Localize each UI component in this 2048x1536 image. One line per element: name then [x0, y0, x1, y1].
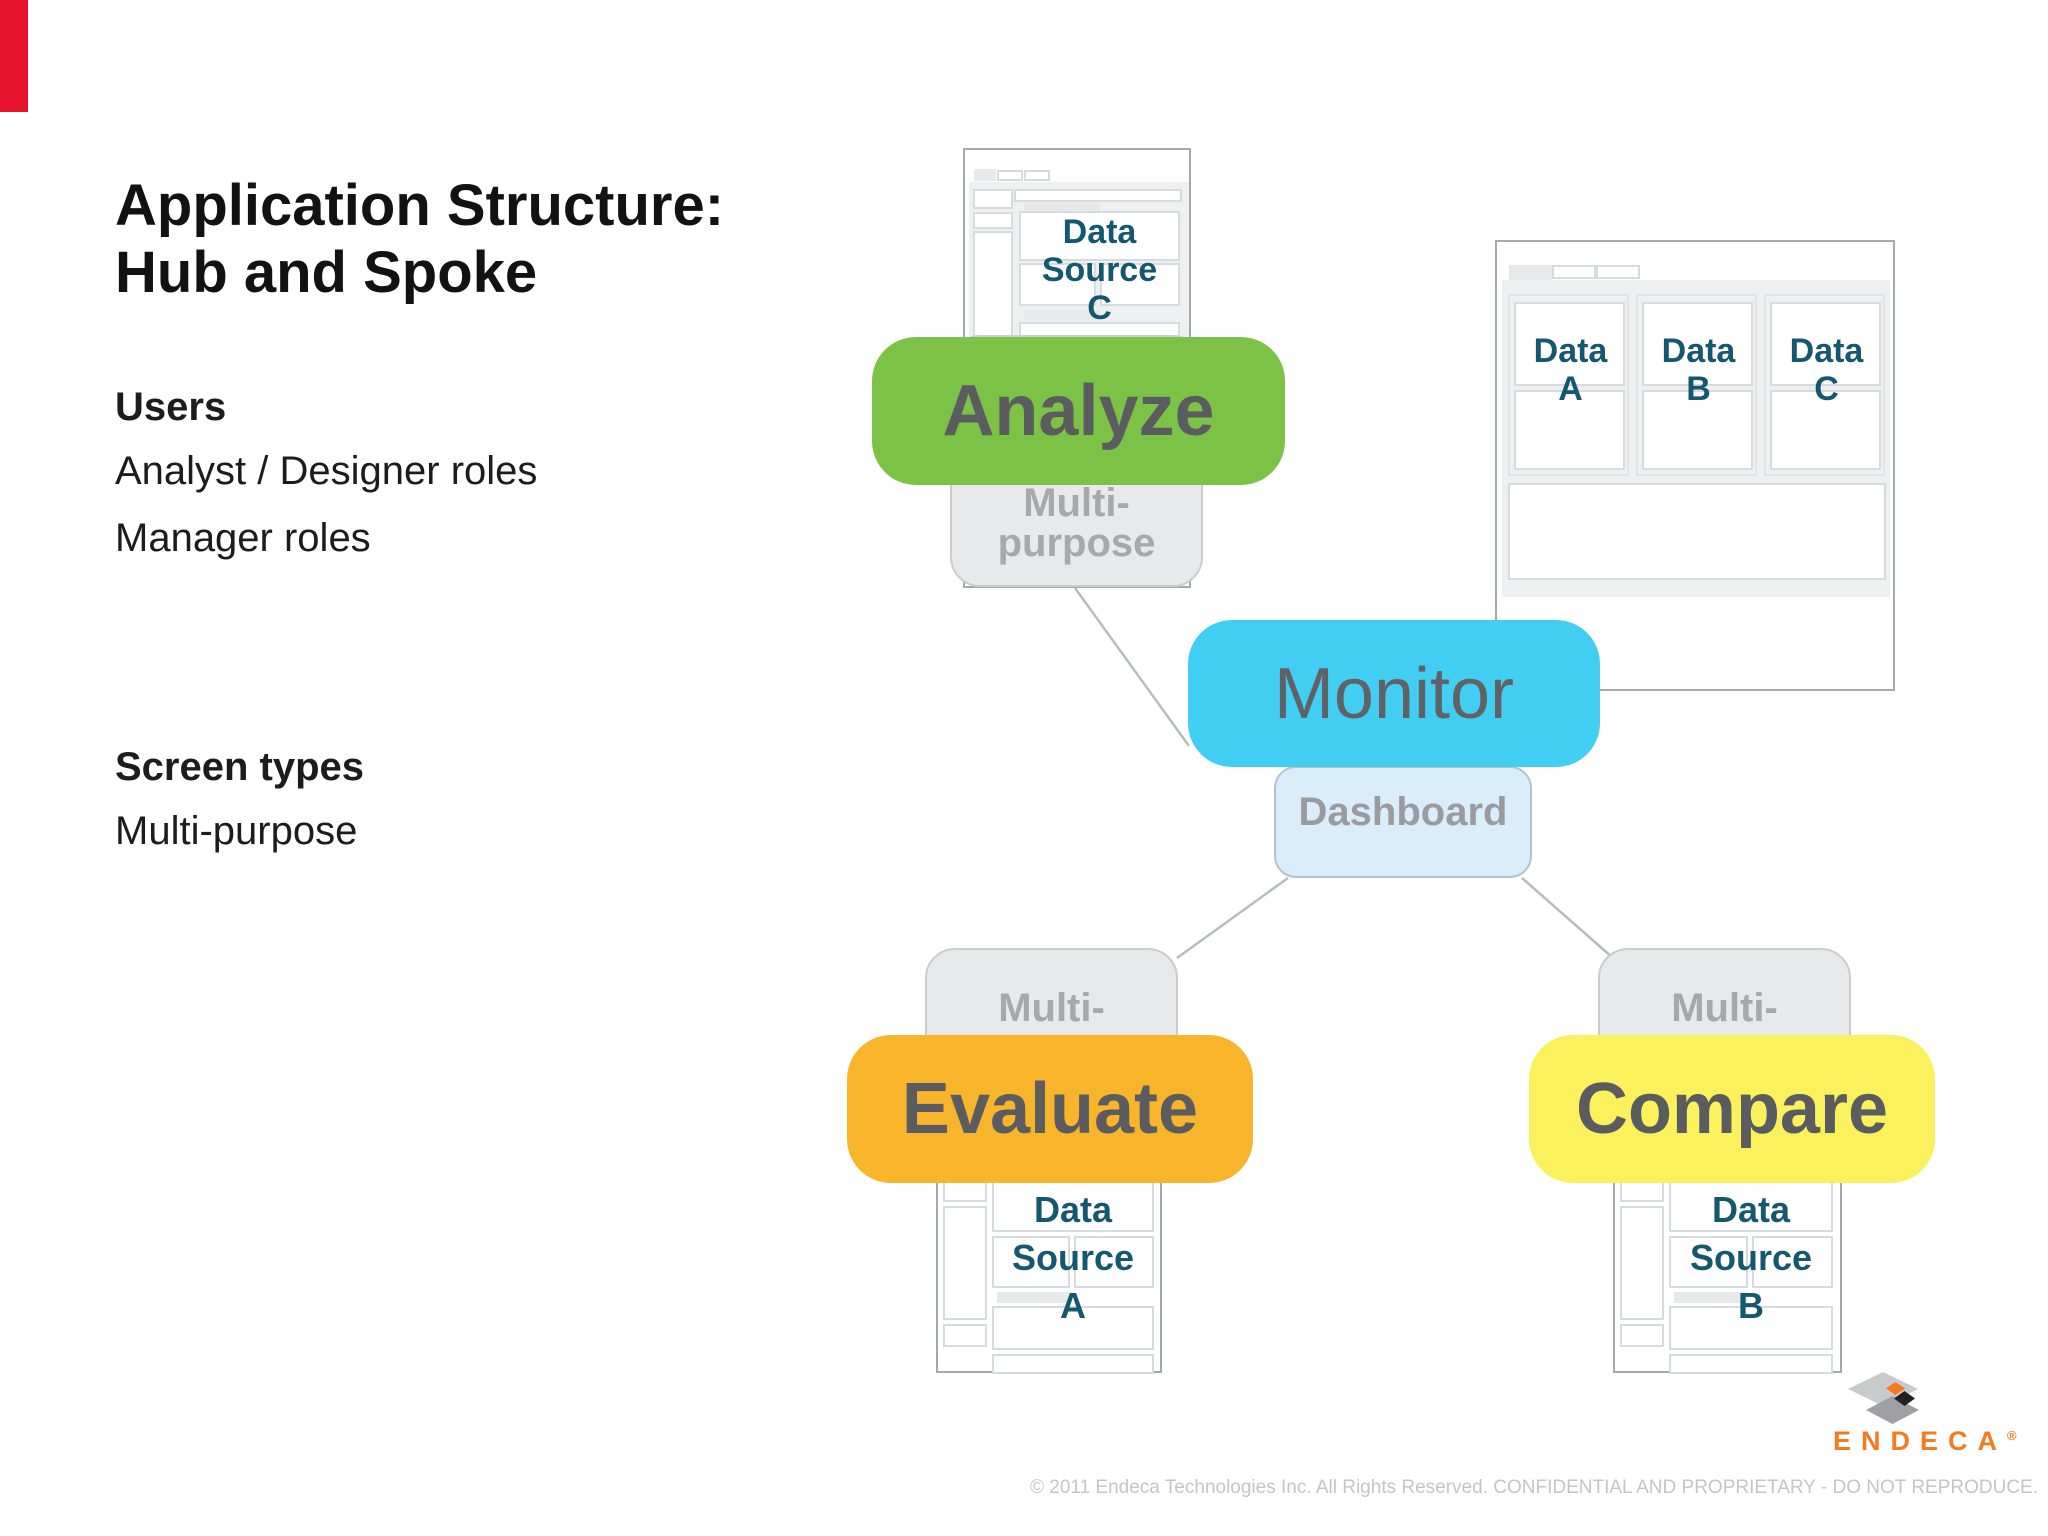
connector-monitor-evaluate: [1176, 876, 1289, 960]
compare-screen-wireframe: Data Source B: [1613, 1090, 1842, 1374]
dashboard-label: Dashboard: [1298, 790, 1508, 834]
wf-tab: [974, 169, 996, 181]
wf-content-box: [1074, 1236, 1154, 1288]
evaluate-label: Evaluate: [901, 1069, 1199, 1149]
monitor-screen-wireframe: Data A Data B Data C: [1495, 240, 1895, 691]
users-heading: Users: [115, 385, 227, 429]
wf-content-box: [1770, 390, 1881, 470]
analyze-label: Analyze: [942, 371, 1215, 451]
users-item-manager: Manager roles: [115, 516, 371, 560]
evaluate-node: Evaluate: [847, 1035, 1253, 1183]
wf-sidebar-box: [1620, 1324, 1664, 1347]
screen-types-item: Multi-purpose: [115, 809, 358, 853]
connector-monitor-compare: [1521, 877, 1614, 959]
users-item-analyst: Analyst / Designer roles: [115, 449, 538, 493]
wf-content-box: [1642, 302, 1753, 386]
analyze-node: Analyze: [872, 337, 1285, 485]
screen-types-heading: Screen types: [115, 745, 365, 789]
multi-label: Multi-: [998, 986, 1105, 1030]
wf-sidebar-box: [943, 1324, 987, 1347]
multipurpose-label-line1: Multi-: [1023, 481, 1130, 525]
wf-content-box: [1669, 1236, 1748, 1288]
wf-sidebar-box: [973, 189, 1013, 209]
wf-content-box: [1514, 302, 1625, 386]
footer-copyright: © 2011 Endeca Technologies Inc. All Righ…: [1030, 1477, 2038, 1498]
wf-tab: [1024, 170, 1050, 181]
multi-label: Multi-: [1671, 986, 1778, 1030]
connector-analyze-monitor: [1073, 587, 1191, 747]
endeca-logo-text: ENDECA®: [1833, 1426, 2017, 1456]
registered-mark: ®: [2007, 1428, 2017, 1443]
data-source-c-label: Data Source C: [1041, 213, 1158, 327]
red-accent-bar: [0, 0, 28, 112]
endeca-logo-diamond-orange: [1886, 1382, 1905, 1395]
wf-content-box: [1669, 1354, 1833, 1374]
wf-tab: [1596, 265, 1640, 279]
wf-content-box-wide: [1508, 483, 1886, 580]
wf-content-box: [1752, 1236, 1833, 1288]
wf-content-box: [1669, 1178, 1833, 1232]
wf-sidebar-box: [1620, 1206, 1664, 1320]
wf-tab-strip: [997, 1292, 1070, 1303]
wf-content-box: [1019, 263, 1096, 306]
data-c-label: Data C: [1789, 332, 1864, 408]
wf-toolbar: [1014, 189, 1182, 202]
wf-tab: [1552, 265, 1596, 279]
title-line-1: Application Structure:: [115, 173, 725, 238]
wf-content-box: [992, 1236, 1070, 1288]
wf-content-box: [992, 1306, 1154, 1350]
wf-content-box: [1019, 211, 1180, 261]
data-source-a-label: Data Source A: [1011, 1189, 1135, 1326]
endeca-logo-diamond-black: [1894, 1391, 1915, 1406]
wf-content-box: [1100, 263, 1180, 306]
wf-sidebar-box: [943, 1206, 987, 1320]
data-source-b-label: Data Source B: [1689, 1189, 1813, 1326]
multipurpose-label-line2: purpose: [997, 521, 1156, 565]
wf-content-box: [1770, 302, 1881, 386]
wf-tab-strip: [1024, 203, 1100, 211]
monitor-label: Monitor: [1273, 653, 1515, 734]
monitor-node: Monitor: [1188, 620, 1600, 767]
wf-tab: [1509, 265, 1552, 280]
title-line-2: Hub and Spoke: [115, 240, 538, 305]
wf-content-box: [1642, 390, 1753, 470]
dashboard-box: Dashboard: [1274, 766, 1532, 878]
wf-sidebar-box: [973, 212, 1013, 229]
wf-tab: [997, 170, 1023, 181]
wf-content-box: [1669, 1306, 1833, 1350]
wf-panel-group: Data B: [1636, 294, 1757, 476]
wf-content-box: [992, 1178, 1154, 1232]
compare-node: Compare: [1529, 1035, 1935, 1183]
compare-label: Compare: [1575, 1069, 1889, 1149]
wf-tab-strip: [1024, 310, 1100, 320]
wf-panel-group: Data C: [1764, 294, 1885, 476]
wf-content-box: [992, 1354, 1154, 1374]
wf-tab-strip: [1674, 1292, 1747, 1303]
page-title: Application Structure: Hub and Spoke: [115, 172, 724, 306]
wf-panel-group: Data A: [1508, 294, 1629, 476]
wf-content-box: [1514, 390, 1625, 470]
data-b-label: Data B: [1661, 332, 1736, 408]
data-a-label: Data A: [1533, 332, 1608, 408]
